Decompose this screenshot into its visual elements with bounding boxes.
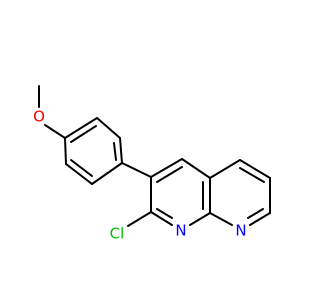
- bond-benzene-4: [91, 162, 123, 185]
- bond-biaryl: [121, 162, 152, 178]
- bond-n1-c2: [150, 211, 173, 226]
- bond-c7-n8-inner: [247, 208, 264, 219]
- bond-c3-c4-inner: [156, 166, 183, 183]
- nitrogen-8-atom-label: N: [235, 222, 246, 240]
- bond-benzene-3: [119, 137, 123, 164]
- bond-oxygen-ring: [44, 124, 66, 139]
- bond-benzene-3-inner: [113, 142, 117, 161]
- bond-c7-n8: [249, 212, 271, 226]
- bond-c4a-c5: [209, 159, 241, 179]
- bond-benzene-5-inner: [70, 159, 93, 177]
- bond-c5-c6-inner: [239, 167, 265, 183]
- nitrogen-1-atom-label: N: [175, 222, 186, 240]
- bond-benzene-1: [64, 117, 98, 139]
- bond-benzene-2: [96, 117, 121, 139]
- oxygen-atom-label: O: [33, 108, 45, 126]
- bond-n8-c8a: [209, 212, 233, 226]
- bond-c4-c4a: [181, 158, 211, 179]
- bond-benzene-1-inner: [70, 125, 97, 143]
- bond-c2-chlorine: [127, 211, 152, 227]
- bond-c5-c6: [239, 159, 271, 179]
- bond-benzene-5: [65, 163, 93, 185]
- chlorine-atom-label: Cl: [110, 225, 125, 243]
- bond-c8a-n1: [189, 212, 211, 226]
- bond-n1-c2-inner: [156, 208, 173, 219]
- bond-benzene-6: [64, 137, 67, 165]
- molecule-canvas: O Cl N N: [33, 85, 271, 243]
- bond-c3-c4: [150, 158, 183, 178]
- structure-diagram: O Cl N N: [33, 85, 271, 243]
